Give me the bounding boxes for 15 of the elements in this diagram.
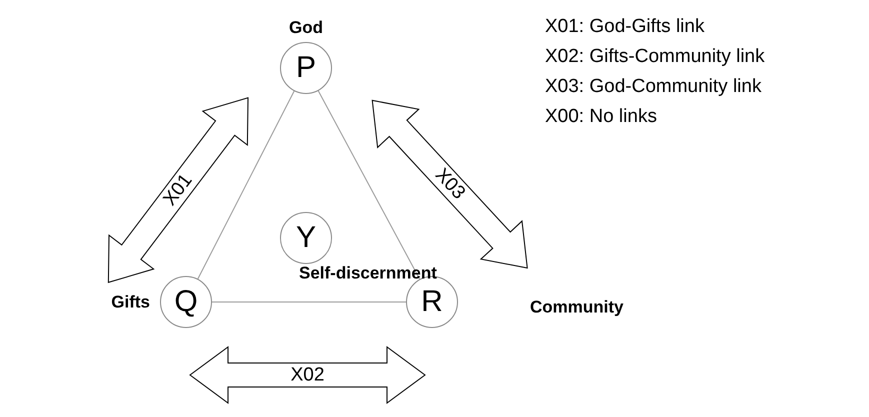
node-caption: Community: [530, 298, 624, 316]
legend-note: X00: No links: [545, 106, 658, 128]
edge-label: X01: [160, 170, 196, 210]
edge-label: X02: [290, 366, 324, 384]
legend-note: X01: God-Gifts link: [545, 16, 706, 38]
double-arrow: [372, 100, 528, 269]
connector-line: [318, 90, 420, 280]
double-arrow: [108, 97, 248, 284]
node-caption: Gifts: [111, 294, 150, 310]
legend-note: X02: Gifts-Community link: [545, 46, 765, 68]
double-arrow: [189, 346, 426, 404]
edge-label: X03: [431, 165, 468, 204]
node-caption: God: [289, 19, 323, 36]
legend-note: X03: God-Community link: [545, 76, 762, 98]
connector-line: [197, 90, 295, 280]
